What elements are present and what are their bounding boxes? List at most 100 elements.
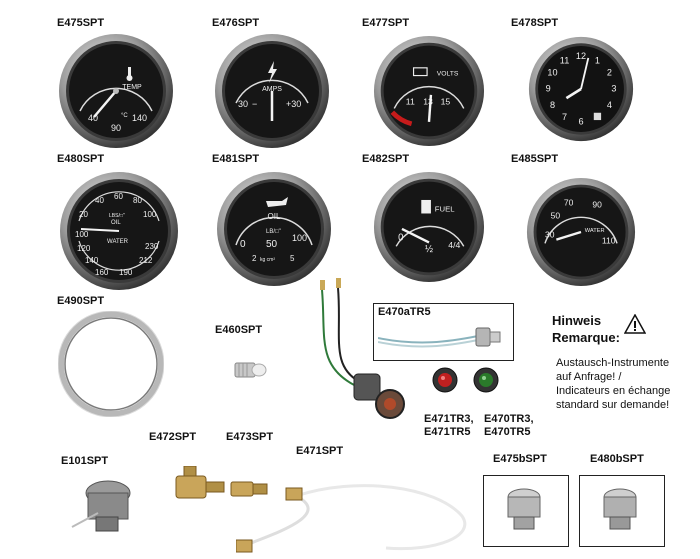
combo-o1: 20 xyxy=(79,210,88,219)
label-e470tr3: E470TR3, xyxy=(484,413,534,425)
label-e472spt: E472SPT xyxy=(149,431,197,443)
oil-word: OIL xyxy=(268,212,281,221)
amps-min: 30 xyxy=(238,99,248,109)
fuel-needle xyxy=(401,227,430,244)
label-e471tr3: E471TR3, xyxy=(424,413,474,425)
amps-max: +30 xyxy=(286,99,301,109)
label-e485spt: E485SPT xyxy=(511,153,559,165)
notice-line-4: standard sur demande! xyxy=(556,399,670,411)
combo-needle xyxy=(80,228,120,232)
water-90: 90 xyxy=(592,199,602,209)
clock-numeral: 10 xyxy=(547,67,557,77)
combo-w7: 230 xyxy=(145,242,159,251)
combo-w6: 212 xyxy=(139,256,153,265)
notice-line-3: Indicateurs en échange xyxy=(556,385,671,397)
pressure-switch-image xyxy=(68,477,138,537)
capillary-tube-image xyxy=(236,466,476,558)
combo-w2: 120 xyxy=(77,244,91,253)
thermometer-icon xyxy=(126,67,133,81)
battery-icon xyxy=(412,67,428,77)
clock-minute-hand xyxy=(580,57,590,90)
label-e475spt: E475SPT xyxy=(57,17,105,29)
clock-numeral: 7 xyxy=(562,112,567,122)
lamp-cable-image xyxy=(378,320,506,354)
temp-word: TEMP xyxy=(122,84,142,91)
water-word: WATER xyxy=(585,228,605,234)
oil-pressure-gauge: OIL LB/□" 0 50 100 2 kg cm² 5 xyxy=(216,171,332,287)
combo-o5: 100 xyxy=(143,210,157,219)
clock-hour-hand xyxy=(565,87,582,100)
clock-numeral: 11 xyxy=(560,55,569,65)
oil-k2: 2 xyxy=(252,254,257,263)
temperature-gauge: TEMP 40 90 140 °C xyxy=(58,33,174,149)
oil-50: 50 xyxy=(266,239,278,250)
clock-adjust-knob xyxy=(593,112,602,121)
label-e471spt: E471SPT xyxy=(296,445,344,457)
combo-w3: 140 xyxy=(85,256,99,265)
fuel-word: FUEL xyxy=(435,205,455,214)
notice-line-2: auf Anfrage! / xyxy=(556,371,622,383)
notice-title-1: Hinweis xyxy=(552,313,602,328)
label-e470atr5: E470aTR5 xyxy=(378,306,431,318)
amps-word: AMPS xyxy=(262,86,282,93)
temp-needle xyxy=(93,90,117,118)
adapter-nipple-image xyxy=(229,474,269,504)
oil-100: 100 xyxy=(292,233,307,243)
label-e490spt: E490SPT xyxy=(57,295,105,307)
fuel-0: 0 xyxy=(398,233,403,244)
volts-word: VOLTS xyxy=(437,71,459,78)
water-needle xyxy=(555,230,582,241)
volts-13: 13 xyxy=(423,97,433,107)
water-70: 70 xyxy=(564,197,574,207)
water-110: 110 xyxy=(602,235,616,245)
volts-11: 11 xyxy=(406,97,415,107)
wire-socket-image xyxy=(306,276,416,436)
label-e478spt: E478SPT xyxy=(511,17,559,29)
label-e481spt: E481SPT xyxy=(212,153,260,165)
water-temperature-gauge: 30 50 70 90 110 WATER xyxy=(526,177,636,287)
label-e470tr5: E470TR5 xyxy=(484,426,531,438)
oil-unit: LB/□" xyxy=(266,229,281,235)
temp-mid: 90 xyxy=(111,123,121,133)
combo-o4: 80 xyxy=(133,196,142,205)
label-e473spt: E473SPT xyxy=(226,431,274,443)
combo-water: WATER xyxy=(107,239,129,245)
combo-w4: 160 xyxy=(95,268,109,277)
label-e460spt: E460SPT xyxy=(215,324,263,336)
temp-unit: °C xyxy=(121,113,128,119)
combo-oil: OIL xyxy=(111,220,121,226)
fuel-full: 4/4 xyxy=(448,240,460,250)
voltmeter-gauge: VOLTS 11 13 15 xyxy=(373,35,485,147)
combo-lbs: LBS/□" xyxy=(109,213,125,219)
clock-numeral: 12 xyxy=(576,51,586,61)
oil-can-icon xyxy=(266,197,288,207)
label-e482spt: E482SPT xyxy=(362,153,410,165)
combo-o2: 40 xyxy=(95,196,104,205)
combo-w5: 190 xyxy=(119,268,133,277)
oil-kunit: kg cm² xyxy=(260,257,275,263)
water-30: 30 xyxy=(545,230,555,240)
oil-water-combo-gauge: 20 40 60 80 100 LBS/□" OIL WATER 100 120… xyxy=(59,171,179,291)
clock-numeral: 3 xyxy=(611,84,616,94)
amps-minus: − xyxy=(252,99,257,109)
chrome-bezel-ring xyxy=(58,311,164,417)
ammeter-gauge: AMPS 30 − +30 xyxy=(214,33,330,149)
label-e475bspt: E475bSPT xyxy=(493,453,547,465)
combo-o3: 60 xyxy=(114,192,123,201)
fuel-pump-icon xyxy=(421,199,431,214)
oil-0: 0 xyxy=(240,239,246,250)
clock-numeral: 6 xyxy=(578,117,583,127)
combo-w1: 100 xyxy=(75,230,89,239)
clock-numeral: 1 xyxy=(595,55,600,65)
bulb-image xyxy=(233,357,267,383)
temp-min: 40 xyxy=(88,113,98,123)
label-e480spt: E480SPT xyxy=(57,153,105,165)
fuel-half: ½ xyxy=(425,244,433,255)
clock-numeral: 4 xyxy=(607,100,612,110)
clock-numeral: 9 xyxy=(546,84,551,94)
notice-title-2: Remarque: xyxy=(552,330,620,345)
temp-max: 140 xyxy=(132,113,147,123)
warning-triangle-icon xyxy=(624,314,646,334)
clock-numeral: 8 xyxy=(550,100,555,110)
adapter-e480b-image xyxy=(594,487,646,533)
